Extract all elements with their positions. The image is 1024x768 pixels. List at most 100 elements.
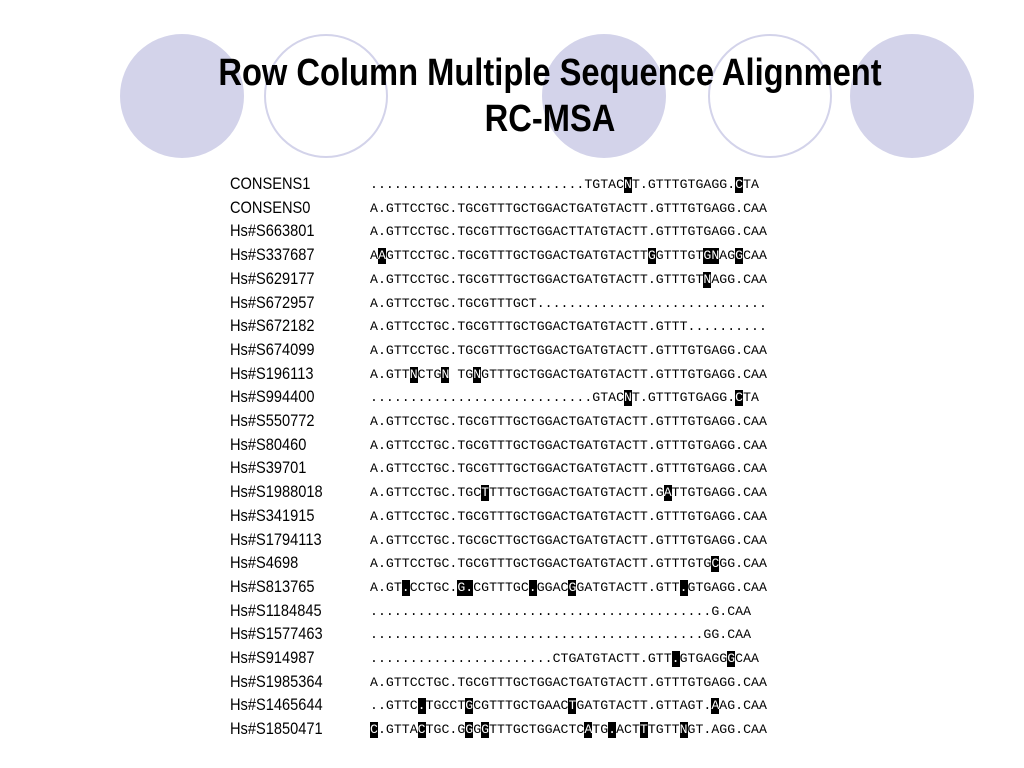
residue: .	[536, 177, 545, 192]
residue: A	[758, 271, 767, 287]
residue: T	[695, 366, 704, 382]
residue: T	[639, 698, 648, 714]
residue: .	[377, 579, 386, 595]
residue: T	[393, 532, 402, 548]
residue: .	[393, 390, 402, 406]
sequence-id-label: Hs#S914987	[230, 648, 315, 667]
residue: .	[449, 603, 458, 619]
residue: .	[552, 390, 561, 406]
residue: C	[743, 224, 751, 240]
residue: A	[616, 437, 624, 453]
residue: .	[631, 295, 640, 311]
residue: G	[544, 248, 553, 264]
residue: .	[695, 603, 704, 619]
residue: C	[735, 651, 744, 666]
residue: .	[465, 603, 474, 619]
residue: .	[449, 342, 458, 358]
residue: T	[631, 556, 640, 572]
residue: T	[592, 319, 601, 335]
residue: G	[695, 651, 704, 666]
residue: A	[751, 390, 759, 406]
residue: G	[481, 224, 490, 240]
residue: T	[528, 485, 537, 501]
sequence-string: ........................................…	[370, 627, 751, 643]
residue: G	[481, 414, 490, 429]
residue: C	[441, 271, 450, 287]
residue: .	[473, 177, 482, 192]
residue: T	[631, 722, 640, 738]
residue: .	[600, 603, 609, 619]
sequence-id-label: Hs#S1794113	[230, 529, 322, 549]
residue: G	[679, 177, 688, 192]
residue: A	[711, 461, 720, 477]
residue: T	[592, 532, 601, 548]
residue: T	[393, 414, 402, 429]
residue: A	[552, 532, 561, 548]
residue: T	[608, 248, 617, 264]
residue: T	[528, 295, 537, 311]
residue: T	[592, 698, 601, 714]
residue: T	[671, 366, 680, 382]
residue: T	[663, 224, 672, 240]
residue: C	[473, 224, 482, 240]
residue: A	[616, 248, 624, 264]
residue: G	[433, 200, 442, 216]
residue: .	[489, 651, 497, 666]
residue: A	[584, 200, 593, 216]
residue: A	[370, 414, 378, 429]
residue: T	[663, 651, 672, 666]
residue: .	[433, 603, 442, 619]
residue: T	[671, 200, 680, 216]
residue: G	[433, 342, 442, 358]
residue: A	[616, 485, 624, 501]
residue: A	[552, 556, 561, 572]
residue: G	[536, 200, 545, 216]
residue: T	[592, 556, 601, 572]
residue: .	[528, 603, 537, 619]
mismatch-highlight: C	[417, 722, 426, 739]
residue: T	[568, 366, 577, 382]
residue: T	[457, 698, 466, 714]
residue: G	[687, 271, 696, 287]
residue: G	[481, 556, 490, 572]
residue: A	[751, 437, 759, 453]
residue: .	[679, 603, 688, 619]
decorative-circle-4	[708, 34, 832, 158]
residue: G	[512, 674, 521, 690]
residue: G	[719, 342, 728, 358]
residue: .	[576, 603, 585, 619]
residue: G	[536, 556, 545, 572]
residue: T	[528, 556, 537, 572]
sequence-id-label: Hs#S629177	[230, 268, 315, 288]
residue: A	[735, 627, 744, 643]
residue: C	[417, 295, 426, 311]
residue: C	[520, 271, 529, 287]
residue: A	[370, 248, 378, 264]
residue: T	[457, 342, 466, 358]
residue: G	[592, 390, 601, 406]
residue: .	[639, 627, 648, 643]
residue: .	[647, 342, 656, 358]
residue: .	[735, 414, 744, 429]
residue: .	[425, 603, 434, 619]
residue: .	[473, 603, 482, 619]
residue: T	[425, 461, 434, 477]
residue: T	[608, 271, 617, 287]
residue: A	[751, 461, 759, 477]
residue: G	[385, 414, 394, 429]
residue: C	[520, 437, 529, 453]
residue: .	[385, 390, 394, 406]
residue: G	[655, 366, 664, 382]
sequence-id-label: Hs#S674099	[230, 339, 315, 359]
residue: T	[631, 248, 640, 264]
residue: A	[584, 674, 593, 690]
residue: T	[592, 674, 601, 690]
residue: .	[377, 319, 386, 335]
residue: T	[457, 248, 466, 264]
residue: .	[473, 627, 482, 643]
residue: A	[616, 271, 624, 287]
residue: A	[758, 342, 767, 358]
residue: C	[624, 722, 632, 738]
residue: G	[727, 485, 736, 501]
